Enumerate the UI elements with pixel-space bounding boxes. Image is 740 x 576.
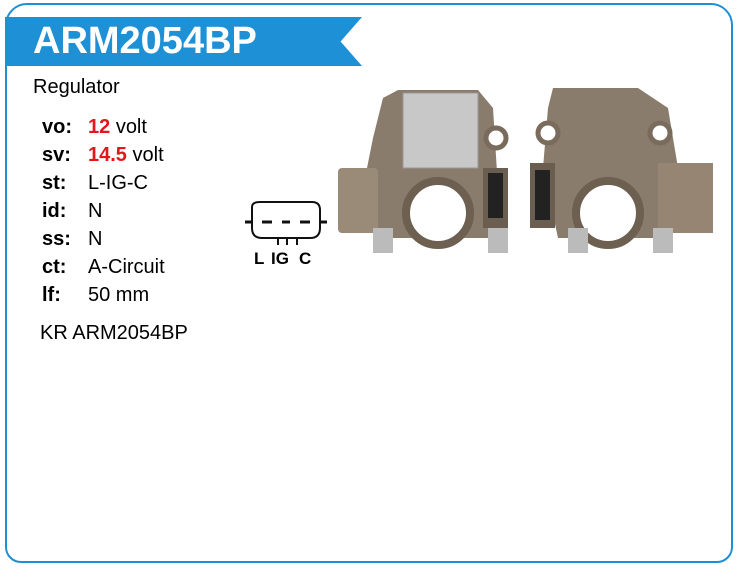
connector-diagram: L IG C (245, 201, 327, 268)
spec-value: 14.5 (88, 144, 127, 166)
pin-label-c: C (299, 249, 311, 268)
pin-label-ig: IG (271, 249, 289, 268)
product-type: Regulator (33, 76, 120, 98)
spec-key: ct: (42, 256, 67, 278)
spec-key: id: (42, 200, 67, 222)
spec-value: N (88, 200, 103, 222)
product-photo (338, 88, 713, 253)
spec-unit: volt (115, 116, 147, 138)
spec-lf: lf: 50 mm (42, 284, 165, 312)
title-banner (5, 17, 362, 66)
spec-vo: vo: 12 volt (42, 116, 165, 144)
spec-value: L-IG-C (88, 172, 148, 194)
spec-value: A-Circuit (88, 256, 165, 278)
spec-key: ss: (42, 228, 71, 250)
pin-label-l: L (254, 249, 264, 268)
reference-number: KR ARM2054BP (40, 322, 188, 344)
spec-ss: ss: N (42, 228, 165, 256)
spec-value: 50 mm (88, 284, 150, 306)
regulator-back (530, 88, 713, 253)
spec-ct: ct: A-Circuit (42, 256, 165, 284)
spec-key: st: (42, 172, 67, 194)
spec-key: sv: (42, 144, 71, 166)
spec-value: 12 (88, 116, 111, 138)
regulator-front (338, 90, 509, 253)
spec-st: st: L-IG-C (42, 172, 165, 200)
spec-list: vo: 12 volt sv: 14.5 volt st: L-IG-C id: N s… (42, 116, 165, 312)
product-title: ARM2054BP (33, 20, 257, 62)
spec-value: N (88, 228, 103, 250)
spec-unit: volt (132, 144, 164, 166)
spec-id: id: N (42, 200, 165, 228)
product-card (5, 3, 733, 563)
spec-key: vo: (42, 116, 72, 138)
spec-key: lf: (42, 284, 61, 306)
spec-sv: sv: 14.5 volt (42, 144, 165, 172)
